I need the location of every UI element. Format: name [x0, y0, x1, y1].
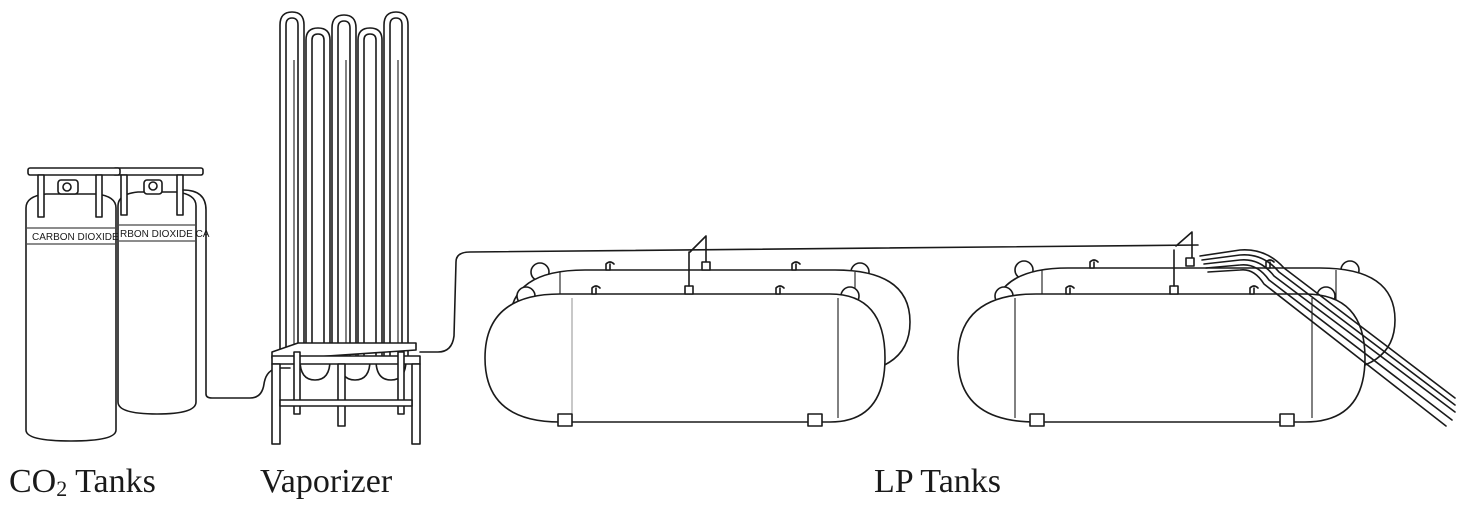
caption-co2-suffix: Tanks: [67, 463, 156, 500]
caption-vaporizer: Vaporizer: [260, 463, 393, 500]
caption-co2-prefix: CO: [9, 463, 57, 500]
co2-cylinder-front: CARBON DIOXIDE: [25, 167, 121, 442]
co2-cylinder-back: RBON DIOXIDE CA: [112, 167, 210, 415]
caption-co2-subscript: 2: [56, 476, 68, 501]
caption-lp-tanks: LP Tanks: [874, 463, 1002, 500]
lp-tank-1-front: [484, 251, 886, 427]
pipe-vaporizer-to-lp: [419, 244, 1199, 353]
lp-tank-pair-1: [484, 251, 911, 427]
vaporizer-frame: [271, 342, 421, 445]
vaporizer-tubes: [279, 11, 409, 356]
vaporizer-unit: [271, 11, 421, 445]
pipe-co2-to-vaporizer: [182, 189, 291, 399]
co2-cylinder-back-label: RBON DIOXIDE CA: [120, 229, 210, 240]
caption-co2-tanks: CO2 Tanks: [9, 462, 156, 502]
co2-tanks: RBON DIOXIDE CA CARBON DIOXIDE: [25, 167, 210, 442]
lp-tank-pair-2: [957, 249, 1396, 427]
co2-cylinder-front-label: CARBON DIOXIDE: [32, 232, 119, 243]
lp-tank-2-front: [957, 249, 1366, 427]
outgoing-hoses: [1199, 249, 1456, 427]
